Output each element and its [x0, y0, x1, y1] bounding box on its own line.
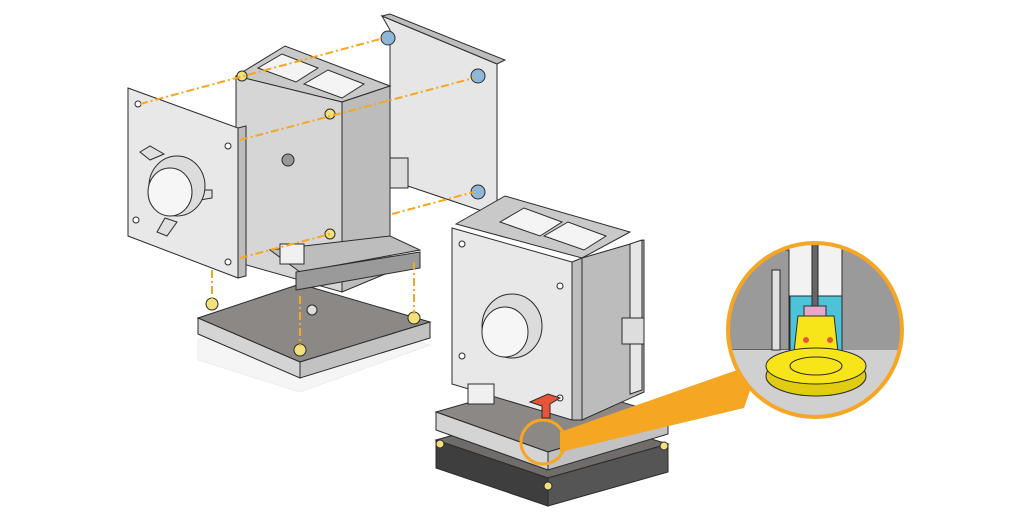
pin: [324, 108, 336, 120]
screw: [458, 240, 466, 248]
pin: [236, 70, 248, 82]
clamp: [481, 293, 543, 359]
assembled-unit: [434, 195, 670, 507]
nut: [306, 304, 318, 316]
screw: [132, 216, 140, 224]
clamp: [139, 145, 213, 237]
washer: [205, 297, 219, 311]
clip: [621, 317, 645, 345]
assembly-guide-lines: [139, 37, 475, 346]
bushing: [380, 30, 396, 46]
screw: [224, 258, 232, 266]
washer: [435, 439, 445, 449]
locator-block: [467, 383, 495, 405]
callout-ring: [726, 241, 904, 419]
back-plate: [380, 13, 507, 217]
center-block: [234, 45, 422, 293]
screw: [556, 282, 564, 290]
t-handle: [528, 393, 562, 419]
pin: [324, 228, 336, 240]
front-plate: [127, 87, 247, 279]
base-plate: [196, 283, 432, 379]
screw: [224, 142, 232, 150]
washer: [659, 441, 669, 451]
washer: [543, 481, 553, 491]
callout-wedge: [560, 362, 760, 452]
bushing: [470, 68, 486, 84]
assembled-block: [451, 195, 645, 421]
hole: [281, 153, 295, 167]
callout-source-ring: [519, 418, 567, 466]
screw: [458, 352, 466, 360]
exploded-assembly: [127, 13, 507, 393]
